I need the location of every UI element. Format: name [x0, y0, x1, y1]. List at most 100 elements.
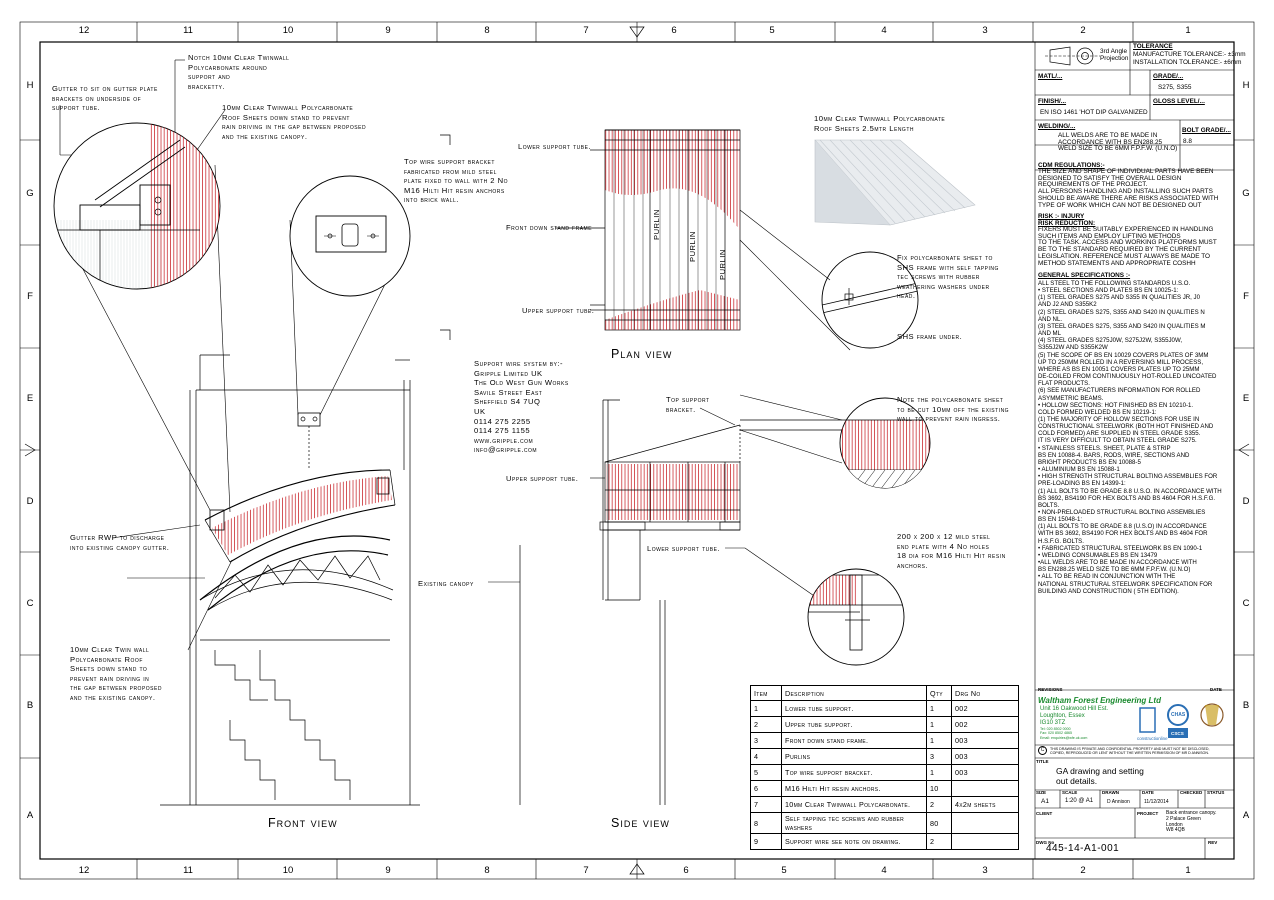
cell-item: 8: [750, 812, 782, 834]
cell-qty: 2: [926, 833, 952, 850]
note-line: Top support: [666, 395, 710, 404]
tb-line: TYPE OF WORK WHICH CAN NOT BE DESIGNED O…: [1038, 201, 1202, 209]
company-address: Unit 16 Oakwood Hill Est. Loughton, Esse…: [1040, 706, 1108, 726]
grid-row-c-right: C: [1242, 598, 1250, 609]
gen-spec-line: • HIGH STRENGTH STRUCTURAL BOLTING ASSEM…: [1038, 473, 1218, 481]
callout-lines-front: [59, 59, 410, 651]
gen-spec-line: H.S.F.G. BOLTS.: [1038, 537, 1084, 545]
tb-line: THE SIZE AND SHAPE OF INDIVIDUAL PARTS H…: [1038, 168, 1214, 175]
cell-description: Self tapping tec screws and rubber washe…: [781, 812, 927, 834]
finish-value: EN ISO 1461 'HOT DIP GALVANIZED: [1040, 109, 1148, 116]
detail-circle-poly-cut: [839, 397, 931, 489]
grid-row-e-right: E: [1242, 393, 1250, 404]
client-label: CLIENT: [1036, 811, 1053, 816]
side-view: [519, 399, 870, 805]
cell-drg-no: [951, 780, 1019, 797]
note-support-wire: Support wire system by:- Gripple Limited…: [474, 359, 569, 455]
project-label: PROJECT: [1137, 811, 1159, 816]
grid-col-11-top: 11: [183, 25, 193, 36]
cell-qty: 10: [926, 780, 952, 797]
gen-spec-line: • ALL TO BE READ IN CONJUNCTION WITH THE: [1038, 573, 1176, 581]
note-line: Sheets down stand to: [70, 664, 148, 674]
tb-line: Projection: [1100, 55, 1129, 62]
note-line: www.gripple.com: [474, 435, 534, 445]
gen-spec-line: CONSTRUCTIONAL STEELWORK (BOTH HOT FINIS…: [1038, 423, 1214, 431]
plan-view: [555, 129, 741, 331]
grade-value: S275, S355: [1158, 84, 1192, 91]
tb-line: out details.: [1056, 776, 1098, 786]
cell-description: 10mm Clear Twinwall Polycarbonate.: [781, 796, 927, 813]
matl-label: MATL/...: [1038, 73, 1063, 80]
purlin-label-3: PURLIN: [718, 249, 727, 280]
note-roof-sheets-length: 10mm Clear Twinwall Polycarbonate Roof S…: [814, 114, 945, 133]
note-line: tec screws with rubber: [897, 272, 980, 282]
grid-col-5-bottom: 5: [781, 865, 787, 876]
grid-col-4-bottom: 4: [881, 865, 887, 876]
grid-col-3-top: 3: [982, 25, 988, 36]
tb-line: INSTALLATION TOLERANCE:- ±6mm: [1133, 58, 1242, 66]
gen-spec-line: (1) THE MAJORITY OF HOLLOW SECTIONS FOR …: [1038, 415, 1200, 423]
title-block-lines: [1034, 42, 1234, 859]
tb-line: COPIED, REPRODUCED OR LENT WITHOUT THE W…: [1050, 751, 1209, 756]
gen-spec-line: • STAINLESS STEELS. SHEET, PLATE & STRIP: [1038, 444, 1171, 452]
gloss-label: GLOSS LEVEL/...: [1153, 98, 1205, 105]
welding-value: ALL WELDS ARE TO BE MADE IN ACCORDANCE W…: [1058, 132, 1177, 153]
note-line: prevent rain driving in: [70, 673, 150, 683]
gen-spec-line: NATIONAL STRUCTURAL STEELWORK SPECIFICAT…: [1038, 580, 1213, 588]
note-line: brackets on underside of: [52, 93, 142, 103]
finish-label: FINISH/...: [1038, 98, 1067, 105]
cell-qty: 1: [926, 732, 952, 749]
company-name: Waltham Forest Engineering Ltd: [1038, 696, 1161, 705]
tb-line: ALL WELDS ARE TO BE MADE IN: [1058, 132, 1158, 139]
center-mark-top: [629, 26, 645, 38]
note-existing-canopy: Existing canopy: [418, 579, 474, 588]
grid-col-3-bottom: 3: [982, 865, 988, 876]
date-label: DATE: [1142, 790, 1154, 795]
cell-description: M16 Hilti Hit resin anchors.: [781, 780, 927, 797]
note-line: Gutter to sit on gutter plate: [52, 84, 158, 93]
rev-label: REV: [1208, 840, 1218, 845]
bolt-grade-value: 8.8: [1183, 138, 1192, 145]
note-lower-support-side: Lower support tube.: [647, 544, 721, 553]
cell-qty: 3: [926, 748, 952, 765]
note-line: Roof Sheets 2.5mtr Length: [814, 123, 914, 133]
third-angle-projection-symbol: [1045, 46, 1100, 66]
grid-row-a-right: A: [1242, 810, 1250, 821]
status-label: STATUS: [1207, 790, 1225, 795]
grid-col-6-top: 6: [671, 25, 677, 36]
welding-label: WELDING/...: [1038, 123, 1076, 130]
polycarbonate-sheet-image: [814, 139, 976, 226]
gen-spec-line: • HOLLOW SECTIONS: HOT FINISHED BS EN 10…: [1038, 401, 1194, 409]
grid-col-11-bottom: 11: [183, 865, 193, 876]
cell-description: Front down stand frame.: [781, 732, 927, 749]
note-line: plate fixed to wall with 2 No: [404, 176, 509, 186]
note-line: end plate with 4 No holes: [897, 541, 990, 551]
grid-col-10-top: 10: [282, 25, 294, 36]
cell-description: Top wire support bracket.: [781, 764, 927, 781]
cell-qty: 1: [926, 716, 952, 733]
tb-line: London: [1166, 821, 1183, 828]
gen-spec-line: (1) STEEL GRADES S275 AND S355 IN QUALIT…: [1038, 294, 1200, 302]
detail-circle-wire-bracket: [289, 175, 411, 297]
company-logos: [1139, 703, 1224, 738]
drawn-value: D Annison: [1107, 799, 1130, 805]
note-line: 0114 275 1155: [474, 426, 531, 436]
note-gutter-sit: Gutter to sit on gutter plate brackets o…: [52, 84, 158, 113]
grid-col-7-bottom: 7: [583, 865, 589, 876]
grid-row-g-left: G: [26, 188, 34, 199]
note-line: Note the polycarbonate sheet: [897, 395, 1004, 404]
cell-description: Purlins: [781, 748, 927, 765]
grid-row-d-right: D: [1242, 496, 1250, 507]
col-header-description: Description: [781, 685, 927, 701]
copyright-text: THIS DRAWING IS PRIVATE AND CONFIDENTIAL…: [1050, 747, 1209, 756]
date-value: 11/12/2014: [1144, 799, 1169, 805]
purlin-label-2: PURLIN: [688, 231, 697, 262]
note-line: Polycarbonate Roof: [70, 654, 143, 664]
grid-row-a-left: A: [26, 810, 34, 821]
note-upper-support-plan: Upper support tube.: [522, 306, 595, 315]
copyright-symbol: C: [1038, 746, 1047, 755]
note-line: support tube.: [52, 103, 101, 113]
note-line: fabricated from mild steel: [404, 166, 497, 176]
